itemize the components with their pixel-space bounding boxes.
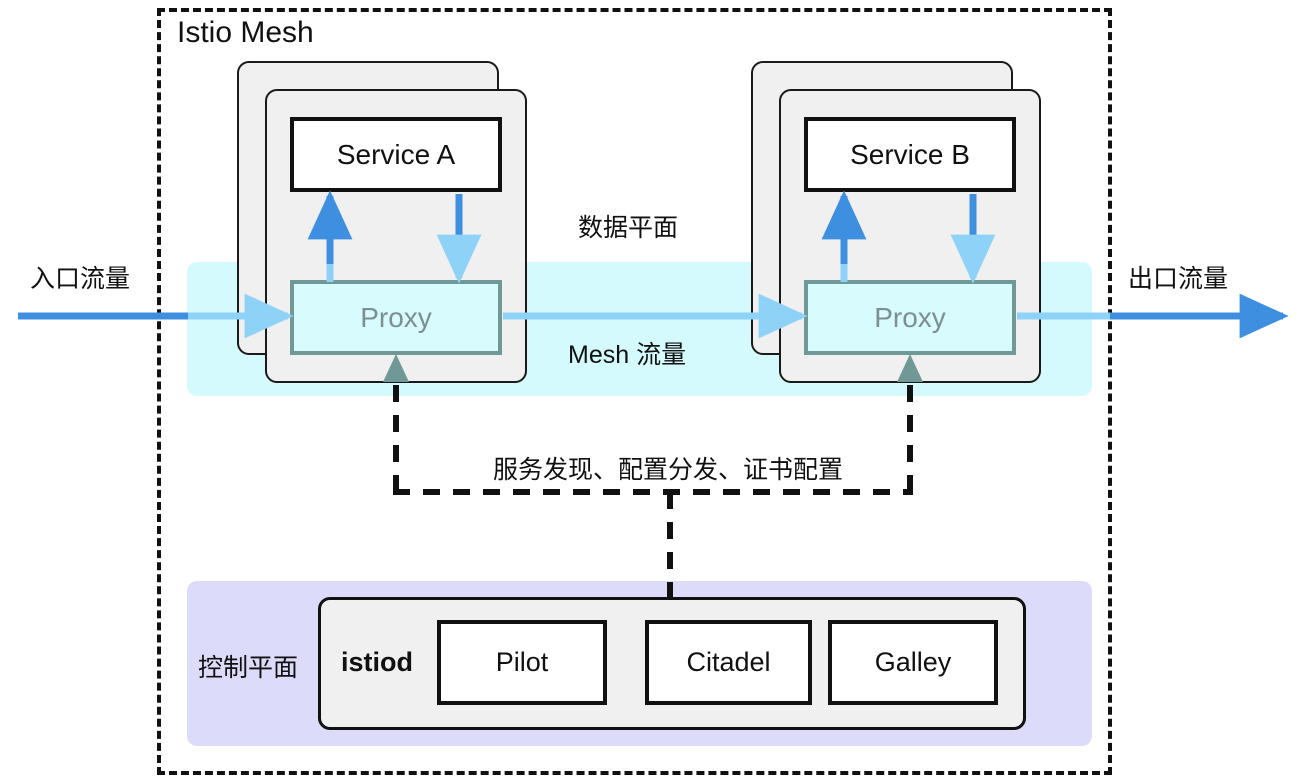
component-pilot-label: Pilot — [495, 647, 549, 677]
proxy-b-label: Proxy — [874, 301, 946, 333]
egress-traffic-label: 出口流量 — [1128, 265, 1229, 293]
component-citadel-box: Citadel — [645, 620, 812, 705]
mesh-title: Istio Mesh — [173, 16, 318, 50]
proxy-a-label: Proxy — [360, 301, 432, 333]
ingress-traffic-label: 入口流量 — [30, 265, 131, 293]
proxy-a-box: Proxy — [290, 280, 502, 355]
service-b-box: Service B — [804, 117, 1016, 192]
proxy-b-box: Proxy — [804, 280, 1016, 355]
mesh-traffic-label: Mesh 流量 — [568, 341, 687, 369]
data-plane-label: 数据平面 — [578, 214, 679, 242]
component-pilot-box: Pilot — [437, 620, 607, 705]
control-plane-label: 控制平面 — [198, 654, 299, 682]
sync-channel-label: 服务发现、配置分发、证书配置 — [487, 450, 850, 486]
service-b-label: Service B — [850, 138, 970, 170]
istiod-label: istiod — [341, 647, 413, 677]
component-galley-box: Galley — [828, 620, 998, 705]
component-galley-label: Galley — [874, 647, 952, 677]
service-a-label: Service A — [336, 138, 456, 170]
component-citadel-label: Citadel — [686, 647, 771, 677]
service-a-box: Service A — [290, 117, 502, 192]
istio-mesh-boundary — [157, 8, 1112, 775]
